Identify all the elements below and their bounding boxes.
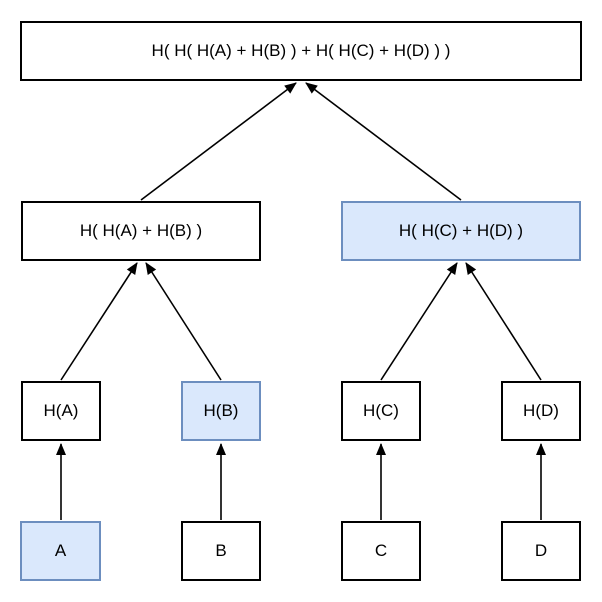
node-hash-d[interactable]: H(D) — [501, 381, 581, 441]
node-left-parent-hash-label: H( H(A) + H(B) ) — [79, 221, 203, 240]
node-root-hash-label: H( H( H(A) + H(B) ) + H( H(C) + H(D) ) ) — [151, 41, 451, 60]
node-hash-b-label: H(B) — [203, 401, 239, 420]
edge-hash-b-to-left-parent — [145, 262, 222, 381]
node-left-parent-hash[interactable]: H( H(A) + H(B) ) — [21, 201, 261, 261]
node-hash-d-label: H(D) — [523, 401, 559, 420]
node-leaf-a-label: A — [54, 541, 67, 560]
edge-hash-c-to-right-parent — [380, 262, 458, 381]
edge-hash-a-to-left-parent — [60, 262, 138, 381]
node-hash-a[interactable]: H(A) — [21, 381, 101, 441]
node-leaf-b-label: B — [215, 541, 227, 560]
edge-left-parent-to-root — [140, 82, 297, 201]
node-leaf-c[interactable]: C — [341, 521, 421, 581]
node-leaf-a[interactable]: A — [20, 521, 101, 581]
node-right-parent-hash[interactable]: H( H(C) + H(D) ) — [341, 201, 581, 261]
edge-right-parent-to-root — [305, 82, 462, 201]
node-leaf-d[interactable]: D — [501, 521, 581, 581]
node-hash-b[interactable]: H(B) — [181, 381, 261, 441]
node-hash-c-label: H(C) — [363, 401, 399, 420]
edge-hash-d-to-right-parent — [465, 262, 542, 381]
node-hash-a-label: H(A) — [43, 401, 79, 420]
node-leaf-c-label: C — [374, 541, 388, 560]
node-right-parent-hash-label: H( H(C) + H(D) ) — [398, 221, 524, 240]
node-hash-c[interactable]: H(C) — [341, 381, 421, 441]
node-leaf-d-label: D — [534, 541, 548, 560]
node-leaf-b[interactable]: B — [181, 521, 261, 581]
node-root-hash[interactable]: H( H( H(A) + H(B) ) + H( H(C) + H(D) ) ) — [20, 21, 582, 81]
